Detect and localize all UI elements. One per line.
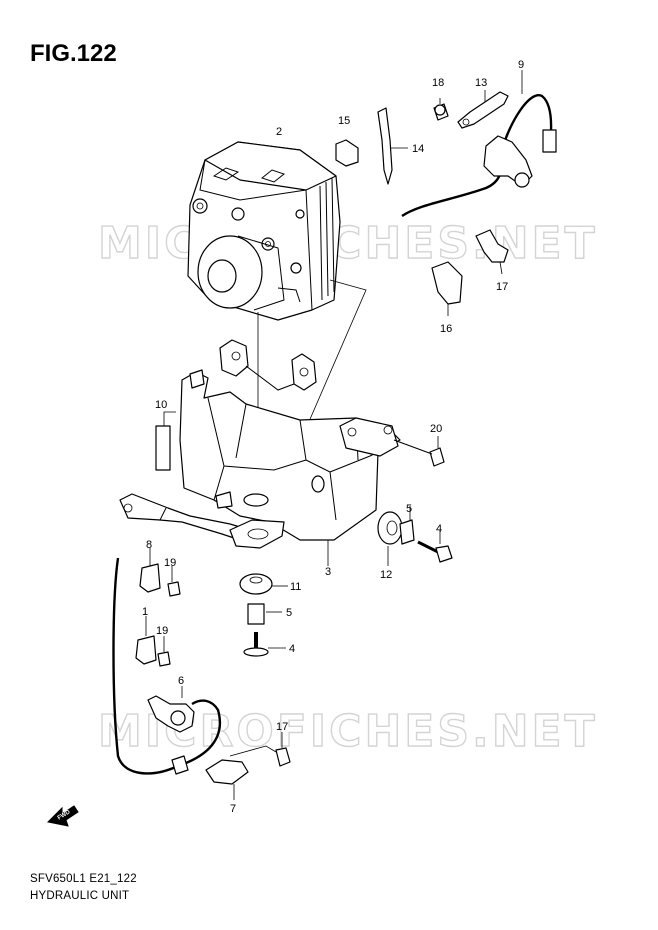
callout-1: 1 bbox=[142, 606, 148, 618]
clamp-part-7 bbox=[205, 759, 249, 785]
collar-part-5-center bbox=[247, 603, 265, 625]
grommet-part-11 bbox=[239, 573, 273, 595]
callout-17-top: 17 bbox=[496, 281, 508, 293]
callout-6: 6 bbox=[178, 675, 184, 687]
callout-11: 11 bbox=[290, 581, 301, 593]
clamp-part-17-top bbox=[475, 229, 509, 263]
callout-3: 3 bbox=[325, 566, 331, 578]
bolt-part-4-center bbox=[243, 632, 269, 657]
callout-12: 12 bbox=[380, 569, 392, 581]
front-sensor-assembly bbox=[112, 557, 221, 775]
watermark-top: MICROFICHES.NET bbox=[98, 218, 598, 269]
callout-9: 9 bbox=[518, 59, 524, 71]
grommet-part-12 bbox=[377, 511, 403, 545]
figure-title: FIG.122 bbox=[30, 40, 117, 67]
callout-16: 16 bbox=[440, 323, 452, 335]
callout-15: 15 bbox=[338, 115, 350, 127]
pad-part-10 bbox=[155, 425, 171, 471]
clamp-part-8 bbox=[139, 563, 161, 593]
rear-sensor-assembly bbox=[401, 91, 557, 218]
callout-17-lower: 17 bbox=[276, 721, 288, 733]
callout-14: 14 bbox=[412, 143, 424, 155]
clamp-part-15 bbox=[335, 139, 359, 167]
callout-19-upper: 19 bbox=[164, 557, 176, 569]
callout-5-right: 5 bbox=[406, 503, 412, 515]
callout-4-center: 4 bbox=[289, 643, 295, 655]
bolt-part-19-lower bbox=[157, 651, 171, 667]
fwd-arrow-icon: FWD bbox=[46, 805, 79, 827]
callout-10: 10 bbox=[155, 399, 167, 411]
footer-figure-code: SFV650L1 E21_122 bbox=[30, 873, 137, 885]
callout-7: 7 bbox=[230, 803, 236, 815]
hydraulic-unit bbox=[187, 141, 341, 321]
tie-part-14 bbox=[377, 107, 393, 185]
clamp-part-1 bbox=[135, 635, 157, 665]
collar-part-5-right bbox=[399, 519, 415, 545]
bolt-part-4-right bbox=[417, 540, 453, 563]
callout-19-lower: 19 bbox=[156, 625, 168, 637]
callout-13: 13 bbox=[475, 77, 487, 89]
bracket bbox=[119, 339, 401, 549]
bolt-part-20 bbox=[393, 439, 445, 467]
callout-5-center: 5 bbox=[286, 607, 292, 619]
callout-20: 20 bbox=[430, 423, 442, 435]
bolt-part-17-lower bbox=[275, 747, 291, 767]
clamp-part-16 bbox=[431, 261, 463, 305]
callout-4-right: 4 bbox=[436, 523, 442, 535]
callout-2: 2 bbox=[276, 126, 282, 138]
callout-8: 8 bbox=[146, 539, 152, 551]
callout-18: 18 bbox=[432, 77, 444, 89]
footer-figure-title: HYDRAULIC UNIT bbox=[30, 890, 130, 902]
bolt-part-19-upper bbox=[167, 581, 181, 597]
